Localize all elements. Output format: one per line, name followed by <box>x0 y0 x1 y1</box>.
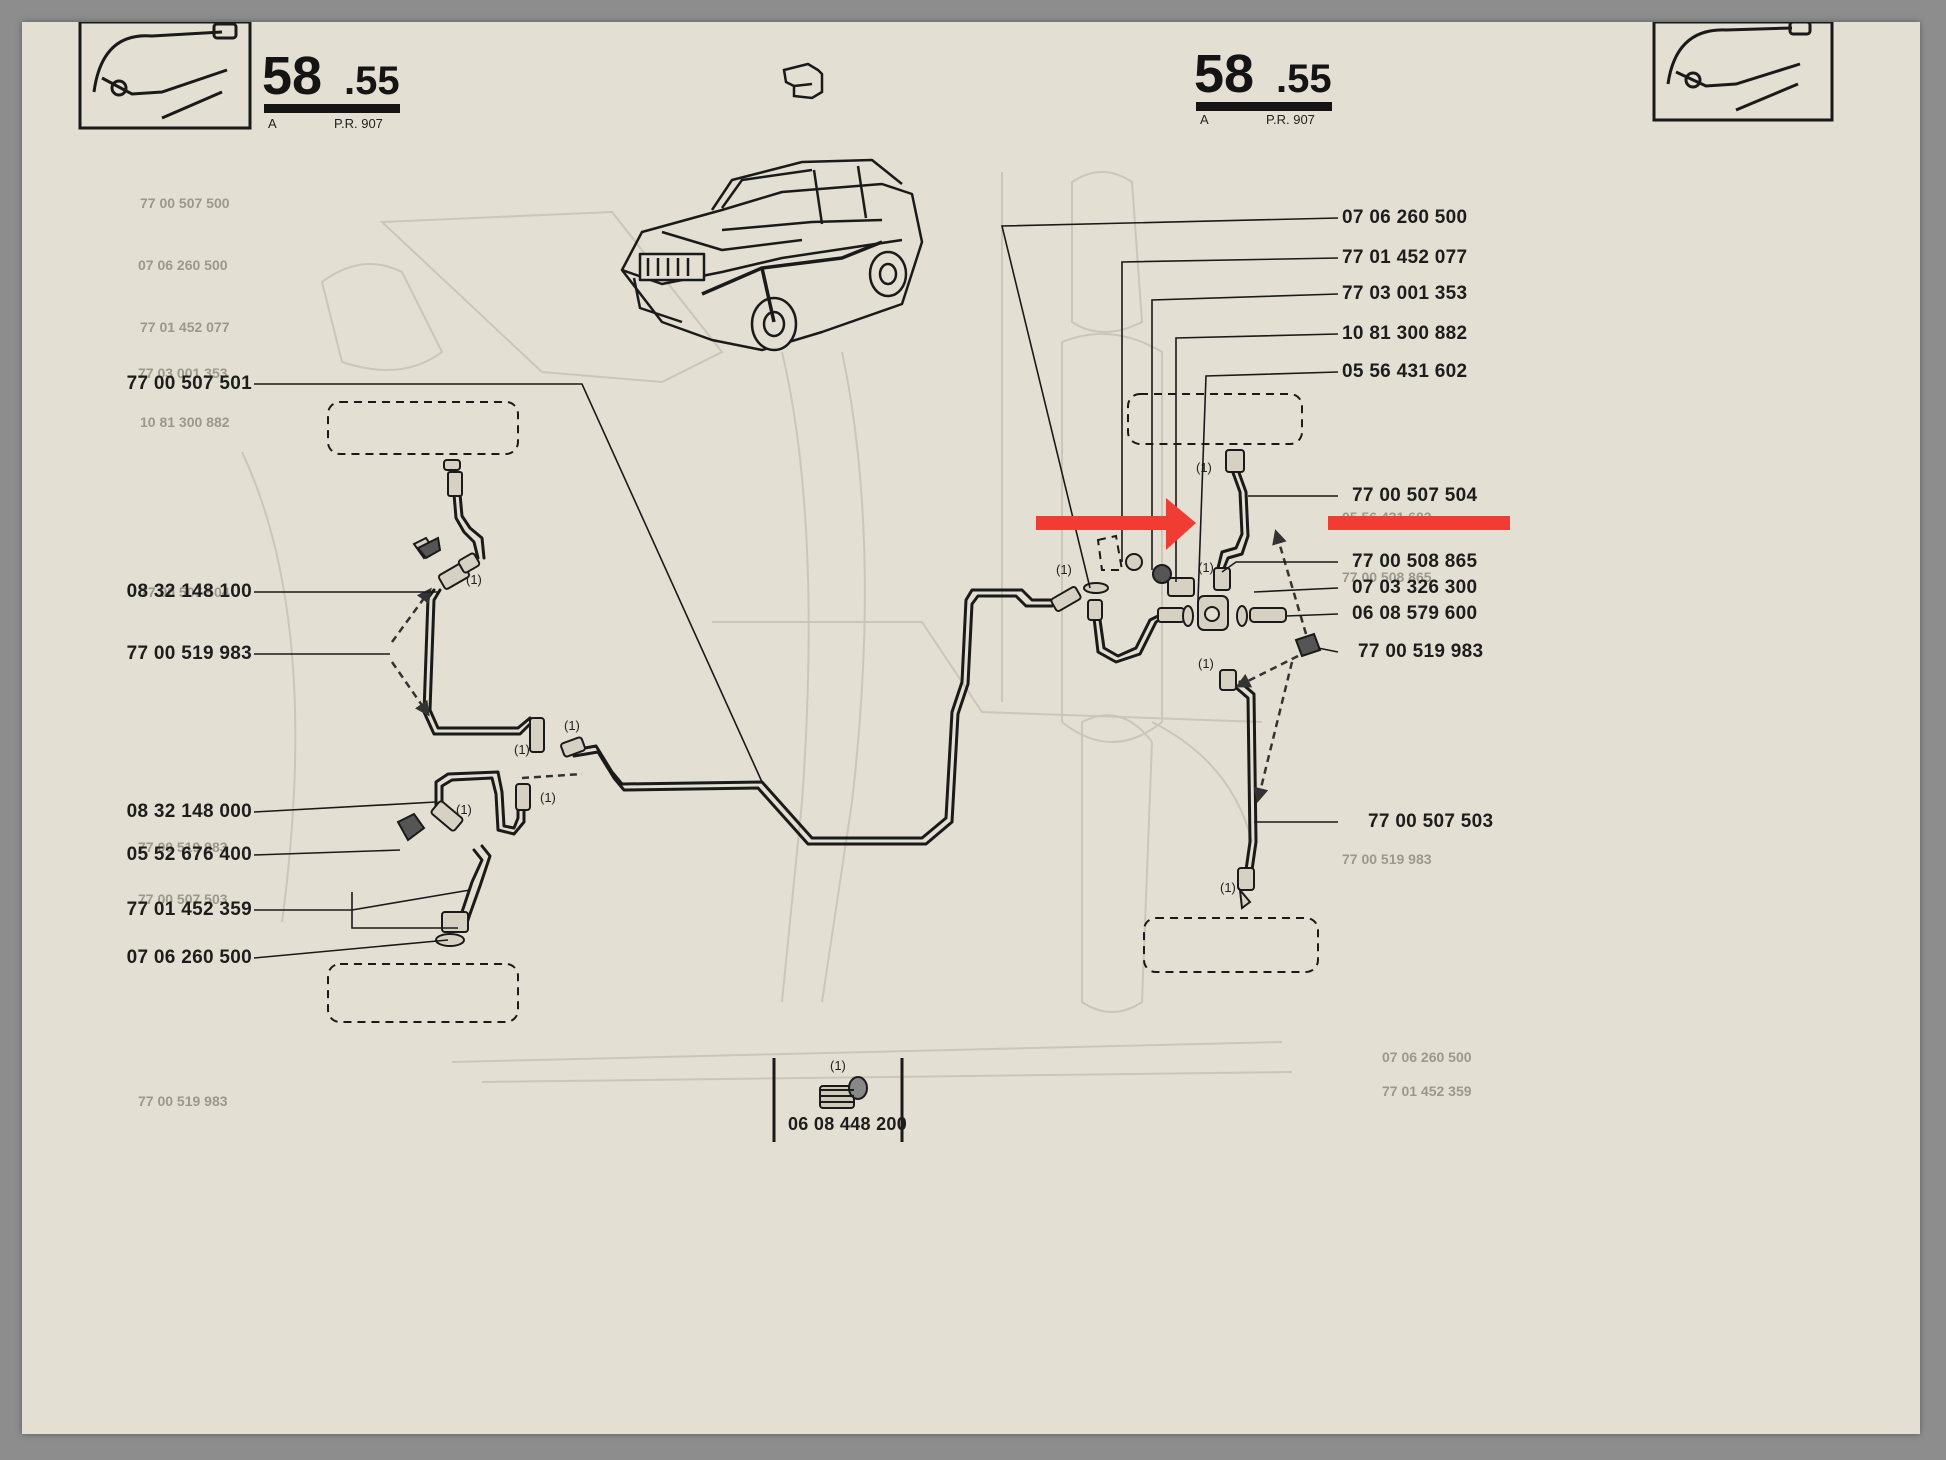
header-right: 58 .55 A P.R. 907 <box>1194 22 1834 127</box>
clip-arrows <box>390 529 1308 803</box>
part-number-right: 77 03 001 353 <box>1342 283 1468 304</box>
svg-text:77 00 519 983: 77 00 519 983 <box>138 1093 228 1109</box>
section-minor: .55 <box>1276 57 1332 101</box>
section-major: 58 <box>1194 44 1254 104</box>
ref-marker: (1) <box>466 572 482 587</box>
part-number-left: 08 32 148 100 <box>126 581 252 602</box>
svg-text:77 00 507 504: 77 00 507 504 <box>140 584 230 600</box>
svg-text:77 00 519 983: 77 00 519 983 <box>1342 851 1432 867</box>
hand-pointer-icon <box>782 62 824 100</box>
svg-text:77 00 519 983: 77 00 519 983 <box>138 839 228 855</box>
reverse-side-ghost-text: 77 00 507 500 07 06 260 500 77 01 452 07… <box>138 195 1472 1109</box>
ref-marker: (1) <box>514 742 530 757</box>
inset-ref-marker: (1) <box>830 1058 846 1073</box>
svg-text:10 81 300 882: 10 81 300 882 <box>140 414 230 430</box>
reference-markers: (1) (1) (1) (1) (1) (1) (1) (1) (1) (1) <box>456 460 1236 895</box>
part-number-right: 77 01 452 077 <box>1342 247 1468 268</box>
part-number-left: 08 32 148 000 <box>126 801 252 822</box>
red-annotation <box>1036 498 1510 550</box>
leader-lines <box>253 217 1339 959</box>
ref-marker: (1) <box>564 718 580 733</box>
part-number-right: 77 00 507 504 <box>1352 485 1478 506</box>
ref-marker: (1) <box>1196 460 1212 475</box>
part-number-right: 77 00 508 865 <box>1352 551 1478 572</box>
part-number-left: 07 06 260 500 <box>126 947 252 968</box>
car-icon <box>620 158 924 352</box>
fittings <box>396 449 1322 947</box>
part-number-right: 07 06 260 500 <box>1342 207 1468 228</box>
svg-text:77 00 507 503: 77 00 507 503 <box>138 891 228 907</box>
svg-text:77 01 452 359: 77 01 452 359 <box>1382 1083 1472 1099</box>
part-number-right: 10 81 300 882 <box>1342 323 1468 344</box>
ref-marker: (1) <box>1198 560 1214 575</box>
part-number-left: 77 01 452 359 <box>126 899 252 920</box>
svg-text:77 01 452 077: 77 01 452 077 <box>140 319 230 335</box>
brake-pipe-thumbnail-icon <box>1666 22 1812 112</box>
variant-label: A <box>1200 112 1209 127</box>
wheel-outlines <box>327 393 1319 1023</box>
part-number-left: 77 00 519 983 <box>126 643 252 664</box>
brake-pipe-thumbnail-icon <box>92 22 238 120</box>
part-number-left: 05 52 676 400 <box>126 844 252 865</box>
part-number-left: 77 00 507 501 <box>126 373 252 394</box>
inset-fitting: (1) <box>772 1058 904 1142</box>
part-number-right: 05 56 431 602 <box>1342 361 1468 382</box>
svg-text:77 00 507 500: 77 00 507 500 <box>140 195 230 211</box>
part-number-right: 07 03 326 300 <box>1352 577 1478 598</box>
section-major: 58 <box>262 46 322 106</box>
inset-part-number: 06 08 448 200 <box>788 1114 908 1134</box>
section-minor: .55 <box>344 59 400 103</box>
part-number-right: 77 00 519 983 <box>1358 641 1484 662</box>
catalog-page: 77 00 507 500 07 06 260 500 77 01 452 07… <box>22 22 1920 1434</box>
ref-marker: (1) <box>456 802 472 817</box>
svg-text:07 06 260 500: 07 06 260 500 <box>138 257 228 273</box>
ref-marker: (1) <box>1056 562 1072 577</box>
program-label: P.R. 907 <box>1266 112 1315 127</box>
ref-marker: (1) <box>1198 656 1214 671</box>
brake-pipes <box>422 468 1258 928</box>
svg-text:77 00 508 865: 77 00 508 865 <box>1342 569 1432 585</box>
header-left: 58 .55 A P.R. 907 <box>78 22 400 131</box>
brake-pipe-diagram: 77 00 507 500 07 06 260 500 77 01 452 07… <box>78 22 1834 1142</box>
part-number-right: 77 00 507 503 <box>1368 811 1494 832</box>
variant-label: A <box>268 116 277 131</box>
ref-marker: (1) <box>540 790 556 805</box>
svg-text:77 03 001 353: 77 03 001 353 <box>138 365 228 381</box>
part-number-right: 06 08 579 600 <box>1352 603 1478 624</box>
program-label: P.R. 907 <box>334 116 383 131</box>
reverse-side-ghost <box>241 171 1293 1083</box>
svg-text:07 06 260 500: 07 06 260 500 <box>1382 1049 1472 1065</box>
ref-marker: (1) <box>1220 880 1236 895</box>
